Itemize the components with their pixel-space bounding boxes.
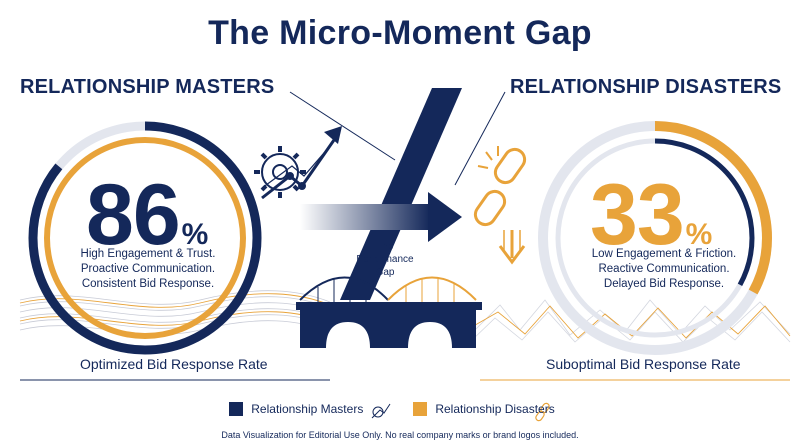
disasters-donut [538,121,772,355]
masters-donut [28,121,262,355]
disasters-description: Low Engagement & Friction. Reactive Comm… [574,247,754,292]
legend-item-masters: Relationship Masters [229,402,385,416]
footnote: Data Visualization for Editorial Use Onl… [221,430,579,440]
disasters-value: 33 [590,167,685,263]
disasters-unit: % [685,218,713,251]
masters-value-label: 86% [86,172,208,278]
masters-description-line: Consistent Bid Response. [81,278,215,290]
page-title: The Micro-Moment Gap [208,14,592,52]
legend-chain-mini-icon [535,402,550,422]
disasters-caption: Suboptimal Bid Response Rate [546,356,741,372]
disasters-value-label: 33% [590,172,712,278]
masters-description: High Engagement & Trust. Proactive Commu… [58,247,238,292]
disasters-inner-arc [555,138,755,338]
masters-heading: RELATIONSHIP MASTERS [20,76,275,98]
legend-label-disasters: Relationship Disasters [435,402,555,416]
gear-arrow-icon [254,126,342,200]
disasters-heading: RELATIONSHIP DISASTERS [510,76,782,98]
legend-swatch-disasters [413,402,428,416]
right-pointer-line [454,91,506,186]
legend-label-masters: Relationship Masters [251,402,364,416]
left-pointer-line [289,91,396,161]
divider-slash [340,88,462,300]
performance-gap-label: The Performance Gap [350,240,420,279]
disasters-description-line: Delayed Bid Response. [603,278,725,290]
disasters-description-line: Low Engagement & Friction. [591,248,737,260]
gap-label-line: Gap [375,267,395,278]
masters-unit: % [181,218,209,251]
legend-swatch-masters [229,402,244,416]
masters-value-arc [28,121,262,355]
right-zigzag-accent [469,305,791,339]
masters-description-line: High Engagement & Trust. [80,248,216,260]
broken-chain-icon [473,146,527,265]
gap-label-line: The [376,241,394,252]
masters-description-line: Proactive Communication. [80,263,216,275]
masters-caption: Optimized Bid Response Rate [80,356,268,372]
gap-arrow-icon [300,192,462,242]
legend-item-disasters: Relationship Disasters [413,402,570,416]
legend-gear-mini-icon [371,403,391,419]
disasters-description-line: Reactive Communication. [598,263,730,275]
bridge-icon [296,276,482,348]
masters-value: 86 [86,167,181,263]
gap-label-line: Performance [356,254,414,265]
disasters-value-arc [538,121,772,355]
legend: Relationship Masters Relationship Disast… [0,402,800,416]
